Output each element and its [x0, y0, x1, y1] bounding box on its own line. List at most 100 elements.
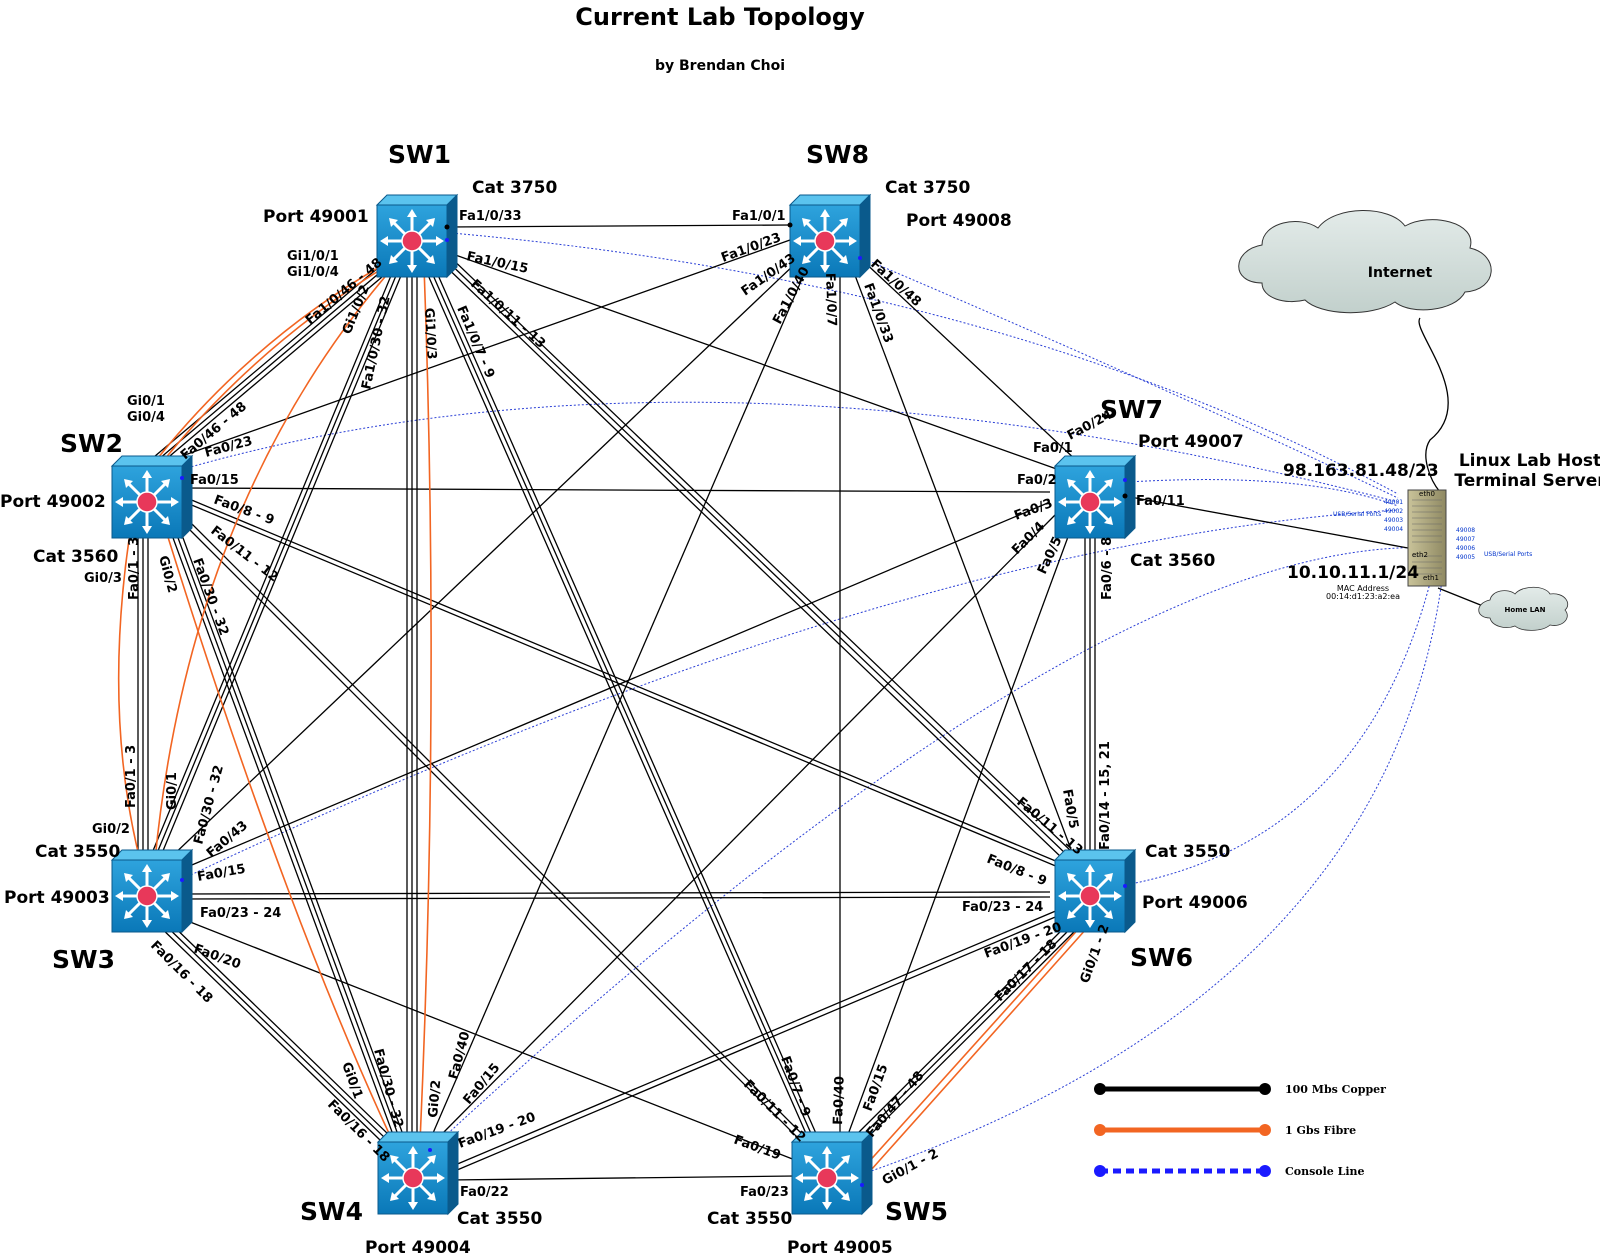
- port-label: Gi0/4: [127, 410, 165, 425]
- sw4-port: Port 49004: [365, 1238, 471, 1257]
- port-label: Gi0/2: [426, 1079, 444, 1118]
- sw1-port: Port 49001: [263, 207, 369, 227]
- port-label: Fa0/15: [190, 473, 239, 488]
- port-label: Fa0/1 - 3: [127, 537, 142, 600]
- port-label: Gi0/1: [338, 1060, 365, 1101]
- port-label: Gi0/3: [84, 571, 122, 586]
- server-mac-value: 00:14:d1:23:a2:ea: [1326, 592, 1400, 601]
- sw7-name: SW7: [1100, 395, 1163, 424]
- sw1-name: SW1: [388, 140, 451, 169]
- sw2-model: Cat 3560: [33, 547, 118, 567]
- port-label: Gi0/1 - 2: [880, 1146, 941, 1188]
- server-port-left-2: 49002: [1384, 508, 1403, 515]
- switch-sw2[interactable]: [110, 454, 194, 540]
- port-label: Fa0/8 - 9: [985, 852, 1049, 890]
- home-lan-label: Home LAN: [1505, 606, 1546, 614]
- switch-sw4[interactable]: [376, 1130, 460, 1216]
- server-port-right-4: 49005: [1456, 554, 1475, 561]
- port-label: Fa0/2: [1017, 473, 1057, 488]
- server-name-line1: Linux Lab Host: [1459, 451, 1600, 471]
- port-label: Gi1/0/4: [287, 265, 339, 280]
- port-label: Gi0/2: [92, 822, 130, 837]
- port-label: Fa0/3: [1012, 496, 1054, 524]
- port-label: Fa0/16 - 18: [324, 1097, 392, 1165]
- port-label: Fa0/23 - 24: [962, 900, 1043, 915]
- sw4-model: Cat 3550: [457, 1209, 542, 1229]
- internet-label: Internet: [1368, 265, 1433, 281]
- server-port-left-3: 49003: [1384, 517, 1403, 524]
- switch-sw8[interactable]: [787, 193, 872, 279]
- console-lines: [179, 231, 1446, 1186]
- server-port-left-1: 49001: [1384, 499, 1403, 506]
- eth1-label: eth1: [1423, 574, 1439, 582]
- server-ip-eth1: 10.10.11.1/24: [1287, 563, 1419, 583]
- port-label: Fa0/1: [1033, 441, 1073, 456]
- port-label: Fa1/0/7 - 9: [453, 304, 497, 381]
- server-port-left-4: 49004: [1384, 526, 1403, 533]
- sw3-port: Port 49003: [4, 888, 110, 908]
- port-label: Fa0/14 - 15, 21: [1098, 741, 1113, 850]
- legend-console: Console Line: [1094, 1165, 1365, 1178]
- eth0-label: eth0: [1419, 490, 1435, 498]
- sw3-name: SW3: [52, 945, 115, 974]
- linux-lab-host-server[interactable]: eth0 eth2 eth1 USB/Serial Ports USB/Seri…: [1333, 489, 1532, 587]
- port-label: Gi1/0/3: [421, 307, 439, 359]
- server-port-right-2: 49007: [1456, 536, 1475, 543]
- switch-sw3[interactable]: [110, 848, 194, 934]
- server-port-right-1: 49008: [1456, 527, 1475, 534]
- switch-sw7[interactable]: [1053, 454, 1137, 540]
- server-ip-eth0: 98.163.81.48/23: [1283, 461, 1439, 481]
- usb-left-label: USB/Serial Ports: [1333, 511, 1381, 518]
- port-label: Fa1/0/33: [459, 209, 522, 224]
- legend-fibre: 1 Gbs Fibre: [1094, 1124, 1356, 1137]
- sw1-model: Cat 3750: [472, 178, 557, 198]
- port-label: Fa0/19: [732, 1133, 783, 1164]
- port-label: Gi0/1: [165, 772, 180, 810]
- sw4-name: SW4: [300, 1197, 363, 1226]
- sw8-model: Cat 3750: [885, 178, 970, 198]
- legend-copper: 100 Mbs Copper: [1094, 1083, 1386, 1096]
- usb-right-label: USB/Serial Ports: [1484, 551, 1532, 558]
- port-label: Fa0/23 - 24: [200, 906, 281, 921]
- sw7-port: Port 49007: [1138, 432, 1244, 452]
- server-name-line2: Terminal Server: [1454, 471, 1600, 491]
- internet-cloud[interactable]: Internet: [1238, 210, 1492, 314]
- sw8-port: Port 49008: [906, 211, 1012, 231]
- sw5-model: Cat 3550: [707, 1209, 792, 1229]
- sw6-name: SW6: [1130, 943, 1193, 972]
- legend-copper-label: 100 Mbs Copper: [1285, 1083, 1386, 1096]
- port-label: Fa1/0/23: [719, 230, 783, 265]
- port-label: Fa0/5: [1059, 788, 1081, 830]
- diagram-title: Current Lab Topology: [575, 3, 865, 31]
- port-label: Fa0/40: [446, 1030, 473, 1081]
- port-label: Fa1/0/15: [465, 249, 529, 277]
- port-label: Fa0/15: [196, 862, 247, 885]
- sw2-port: Port 49002: [0, 492, 106, 512]
- port-label: Fa0/8 - 9: [212, 493, 277, 529]
- sw7-model: Cat 3560: [1130, 551, 1215, 571]
- port-label: Fa0/23: [740, 1185, 789, 1200]
- switch-sw1[interactable]: [375, 193, 459, 279]
- port-label: Fa1/0/7: [822, 273, 839, 327]
- switch-sw6[interactable]: [1053, 848, 1137, 934]
- port-label: Gi1/0/1: [287, 249, 339, 264]
- sw2-name: SW2: [60, 429, 123, 458]
- port-label: Fa0/19 - 20: [456, 1110, 538, 1152]
- home-lan-cloud[interactable]: Home LAN: [1478, 586, 1569, 631]
- port-label: Fa0/22: [460, 1185, 509, 1200]
- port-labels: Fa1/0/33 Gi1/0/1 Gi1/0/4 Fa1/0/15 Fa1/0/…: [84, 209, 1185, 1200]
- server-port-right-3: 49006: [1456, 545, 1475, 552]
- copper-links: [137, 224, 1489, 1181]
- sw3-model: Cat 3550: [35, 842, 120, 862]
- port-label: Fa0/15: [461, 1061, 504, 1108]
- sw8-name: SW8: [806, 140, 869, 169]
- port-label: Fa0/1 - 3: [124, 745, 139, 808]
- port-label: Fa1/0/1: [732, 209, 786, 224]
- port-label: Fa0/24: [1065, 407, 1115, 443]
- eth2-label: eth2: [1412, 551, 1428, 559]
- fibre-links: [117, 261, 1088, 1171]
- port-label: Fa0/11: [1136, 494, 1185, 509]
- sw6-port: Port 49006: [1142, 893, 1248, 913]
- switch-sw5[interactable]: [790, 1130, 874, 1216]
